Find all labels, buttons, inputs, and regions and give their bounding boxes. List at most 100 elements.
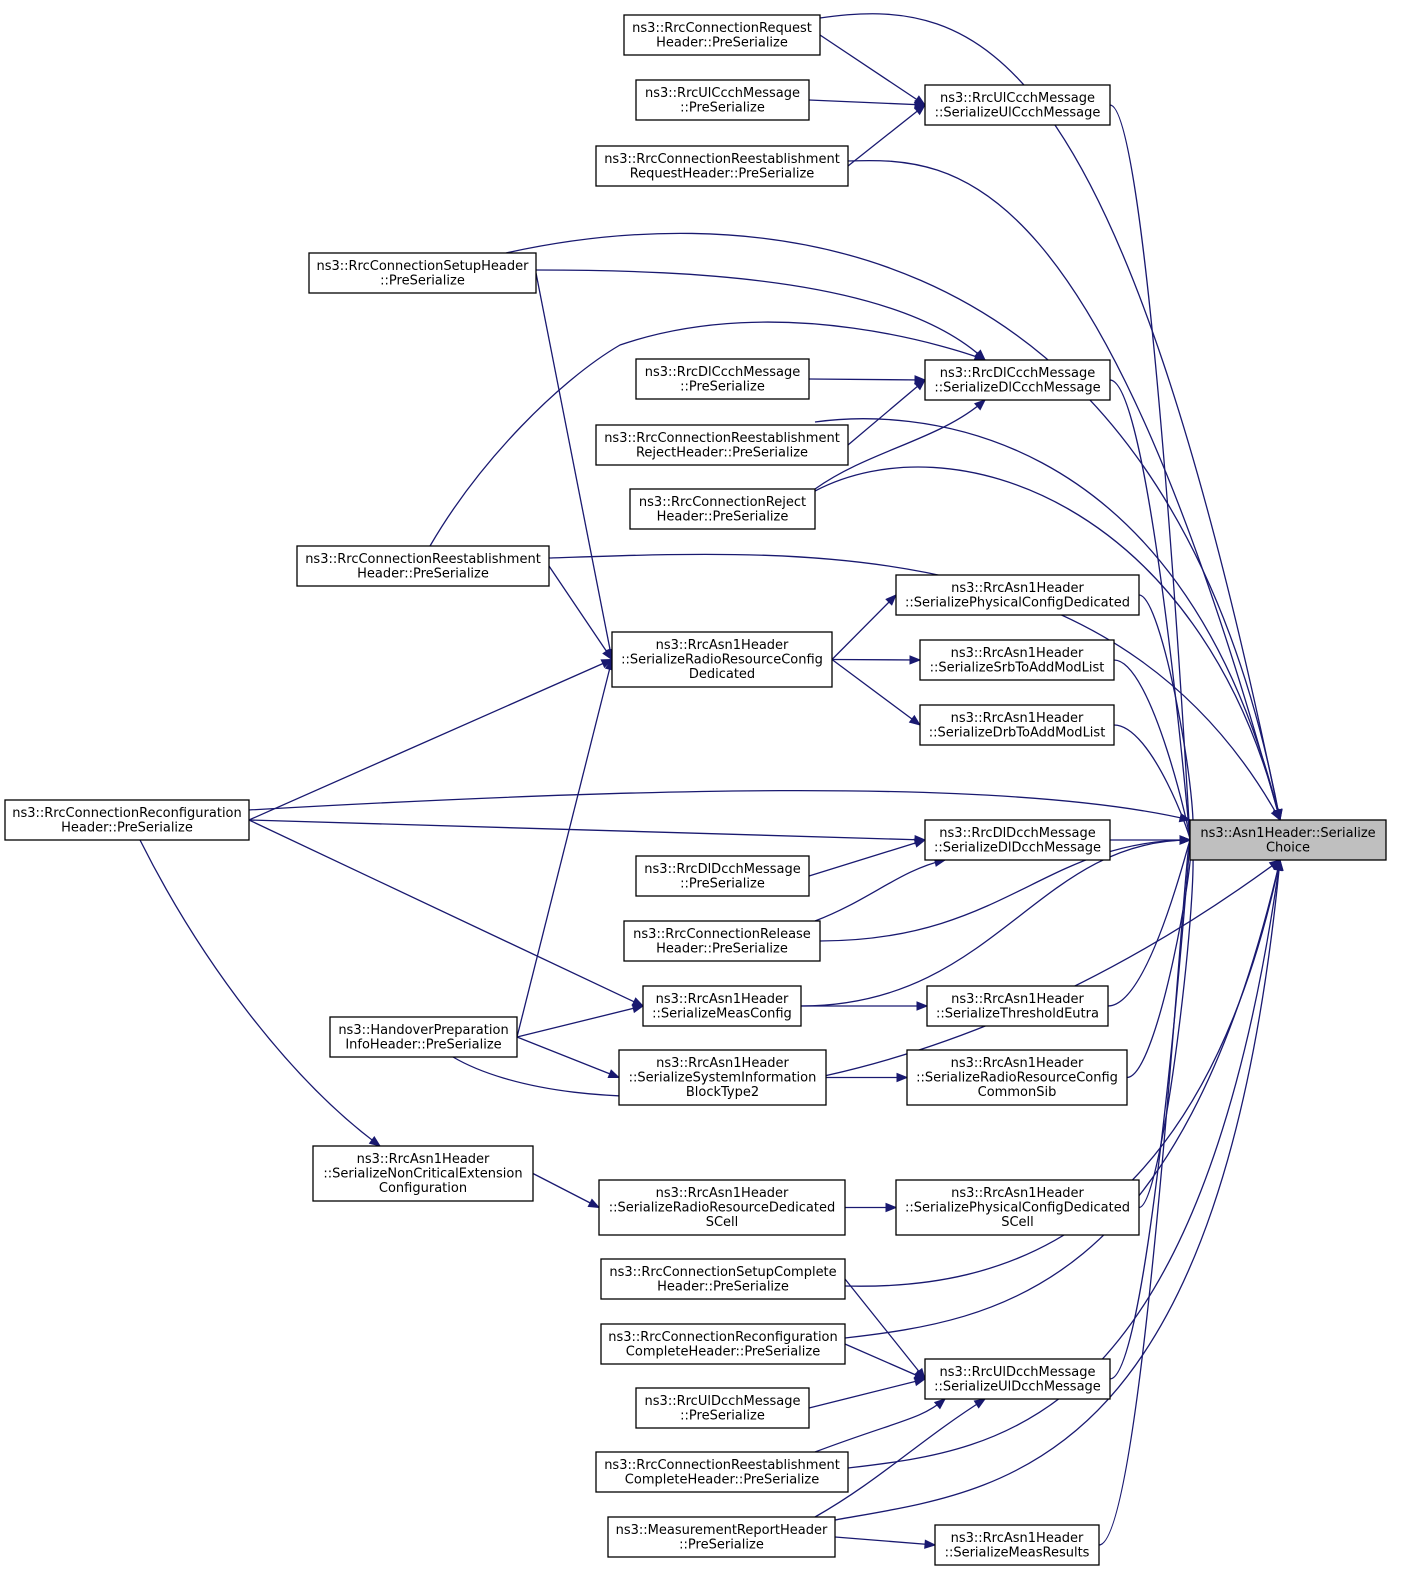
- node-uldcch_ser[interactable]: ns3::RrcUlDcchMessage::SerializeUlDcchMe…: [924, 1358, 1111, 1400]
- node-label-line: ::PreSerialize: [380, 273, 465, 288]
- edge-reest-to-rrc_ded: [548, 565, 613, 660]
- node-box[interactable]: [635, 79, 810, 121]
- arrowhead: [885, 1202, 898, 1213]
- node-label-line: ns3::RrcAsn1Header: [951, 1056, 1084, 1071]
- edge-uldcch_pre-to-uldcch_ser: [808, 1378, 926, 1409]
- edge-reest-to-dlccch_ser: [429, 321, 986, 547]
- node-thresh[interactable]: ns3::RrcAsn1Header::SerializeThresholdEu…: [926, 985, 1109, 1027]
- node-srb[interactable]: ns3::RrcAsn1Header::SerializeSrbToAddMod…: [919, 639, 1115, 681]
- node-reest_rej[interactable]: ns3::RrcConnectionReestablishmentRejectH…: [595, 424, 849, 466]
- node-ulccch_ser[interactable]: ns3::RrcUlCcchMessage::SerializeUlCcchMe…: [924, 84, 1111, 126]
- edge-conn_req-to-target: [819, 13, 1281, 821]
- node-box[interactable]: [600, 1323, 846, 1365]
- node-meas_report[interactable]: ns3::MeasurementReportHeader::PreSeriali…: [607, 1516, 836, 1558]
- edge-reconf-to-noncrit: [139, 839, 381, 1147]
- node-ulccch_pre[interactable]: ns3::RrcUlCcchMessage::PreSerialize: [635, 79, 810, 121]
- node-dldcch_pre[interactable]: ns3::RrcDlDcchMessage::PreSerialize: [635, 855, 810, 897]
- node-box[interactable]: [924, 84, 1111, 126]
- node-label-line: ns3::RrcAsn1Header: [951, 992, 1084, 1007]
- node-label-line: ns3::RrcAsn1Header: [656, 638, 789, 653]
- node-label-line: ns3::RrcAsn1Header: [951, 1531, 1084, 1546]
- edge-noncrit-to-rrc_ded_scell: [532, 1172, 600, 1209]
- edge-setup-to-target: [505, 232, 1281, 821]
- node-setup_compl[interactable]: ns3::RrcConnectionSetupCompleteHeader::P…: [600, 1258, 846, 1300]
- node-label-line: RequestHeader::PreSerialize: [630, 166, 815, 181]
- node-sib2[interactable]: ns3::RrcAsn1Header::SerializeSystemInfor…: [618, 1049, 827, 1106]
- node-box[interactable]: [924, 819, 1111, 861]
- node-label-line: InfoHeader::PreSerialize: [345, 1037, 501, 1052]
- node-box[interactable]: [934, 1524, 1100, 1566]
- node-box[interactable]: [635, 1387, 810, 1429]
- node-box[interactable]: [919, 639, 1115, 681]
- node-box[interactable]: [308, 252, 537, 294]
- node-label-line: ::SerializeDrbToAddModList: [929, 725, 1106, 740]
- node-dlccch_pre[interactable]: ns3::RrcDlCcchMessage::PreSerialize: [635, 358, 810, 400]
- node-reest[interactable]: ns3::RrcConnectionReestablishmentHeader:…: [296, 545, 550, 587]
- node-box[interactable]: [611, 631, 833, 688]
- node-label-line: ns3::RrcAsn1Header: [951, 1186, 1084, 1201]
- node-label-line: ::SerializePhysicalConfigDedicated: [905, 595, 1130, 610]
- node-box[interactable]: [926, 985, 1109, 1027]
- node-phys_ded_scell[interactable]: ns3::RrcAsn1Header::SerializePhysicalCon…: [895, 1179, 1140, 1236]
- edge-ulccch_pre-to-ulccch_ser: [808, 99, 926, 106]
- node-box[interactable]: [629, 488, 816, 530]
- node-rrc_common[interactable]: ns3::RrcAsn1Header::SerializeRadioResour…: [906, 1049, 1128, 1106]
- node-reconf_compl[interactable]: ns3::RrcConnectionReconfigurationComplet…: [600, 1323, 846, 1365]
- node-box[interactable]: [1189, 819, 1387, 861]
- node-label-line: ::PreSerialize: [680, 876, 765, 891]
- node-box[interactable]: [600, 1258, 846, 1300]
- node-label-line: ::SerializeUlDcchMessage: [934, 1379, 1101, 1394]
- node-label-line: ns3::RrcAsn1Header: [656, 1056, 789, 1071]
- node-box[interactable]: [623, 14, 821, 56]
- node-uldcch_pre[interactable]: ns3::RrcUlDcchMessage::PreSerialize: [635, 1387, 810, 1429]
- node-box[interactable]: [924, 359, 1111, 401]
- node-drb[interactable]: ns3::RrcAsn1Header::SerializeDrbToAddMod…: [919, 704, 1115, 746]
- node-box[interactable]: [598, 1179, 846, 1236]
- node-reest_req[interactable]: ns3::RrcConnectionReestablishmentRequest…: [595, 145, 849, 187]
- node-box[interactable]: [924, 1358, 1111, 1400]
- node-meascfg[interactable]: ns3::RrcAsn1Header::SerializeMeasConfig: [642, 985, 802, 1027]
- node-conn_req[interactable]: ns3::RrcConnectionRequestHeader::PreSeri…: [623, 14, 821, 56]
- node-dldcch_ser[interactable]: ns3::RrcDlDcchMessage::SerializeDlDcchMe…: [924, 819, 1111, 861]
- node-box[interactable]: [607, 1516, 836, 1558]
- node-box[interactable]: [642, 985, 802, 1027]
- node-conn_rej[interactable]: ns3::RrcConnectionRejectHeader::PreSeria…: [629, 488, 816, 530]
- node-box[interactable]: [895, 1179, 1140, 1236]
- node-reest_compl[interactable]: ns3::RrcConnectionReestablishmentComplet…: [595, 1451, 849, 1493]
- node-setup[interactable]: ns3::RrcConnectionSetupHeader::PreSerial…: [308, 252, 537, 294]
- node-label-line: ::PreSerialize: [679, 1537, 764, 1552]
- node-label-line: ns3::RrcUlCcchMessage: [645, 86, 800, 101]
- node-handover[interactable]: ns3::HandoverPreparationInfoHeader::PreS…: [329, 1016, 518, 1058]
- node-label-line: ns3::RrcConnectionReconfiguration: [12, 806, 242, 821]
- node-noncrit[interactable]: ns3::RrcAsn1Header::SerializeNonCritical…: [312, 1145, 534, 1202]
- node-box[interactable]: [329, 1016, 518, 1058]
- node-box[interactable]: [635, 358, 810, 400]
- edge-thresh-to-target: [1107, 839, 1191, 1007]
- node-rrc_ded_scell[interactable]: ns3::RrcAsn1Header::SerializeRadioResour…: [598, 1179, 846, 1236]
- node-rrc_ded[interactable]: ns3::RrcAsn1Header::SerializeRadioResour…: [611, 631, 833, 688]
- node-label-line: ns3::RrcAsn1Header: [656, 1186, 789, 1201]
- node-box[interactable]: [895, 574, 1140, 616]
- node-meas_results[interactable]: ns3::RrcAsn1Header::SerializeMeasResults: [934, 1524, 1100, 1566]
- node-box[interactable]: [4, 799, 250, 841]
- node-box[interactable]: [919, 704, 1115, 746]
- node-box[interactable]: [906, 1049, 1128, 1106]
- node-box[interactable]: [595, 145, 849, 187]
- node-dlccch_ser[interactable]: ns3::RrcDlCcchMessage::SerializeDlCcchMe…: [924, 359, 1111, 401]
- node-box[interactable]: [595, 424, 849, 466]
- arrowhead: [587, 1198, 601, 1209]
- node-box[interactable]: [595, 1451, 849, 1493]
- node-label-line: ::SerializeDlDcchMessage: [934, 840, 1101, 855]
- node-reconf[interactable]: ns3::RrcConnectionReconfigurationHeader:…: [4, 799, 250, 841]
- edge-meas_results-to-target: [1098, 839, 1191, 1546]
- node-box[interactable]: [296, 545, 550, 587]
- node-box[interactable]: [635, 855, 810, 897]
- node-phys_ded[interactable]: ns3::RrcAsn1Header::SerializePhysicalCon…: [895, 574, 1140, 616]
- node-box[interactable]: [618, 1049, 827, 1106]
- node-label-line: ns3::RrcConnectionReestablishment: [604, 152, 840, 167]
- node-box[interactable]: [623, 920, 821, 962]
- arrowhead: [933, 1398, 947, 1410]
- node-release[interactable]: ns3::RrcConnectionReleaseHeader::PreSeri…: [623, 920, 821, 962]
- node-box[interactable]: [312, 1145, 534, 1202]
